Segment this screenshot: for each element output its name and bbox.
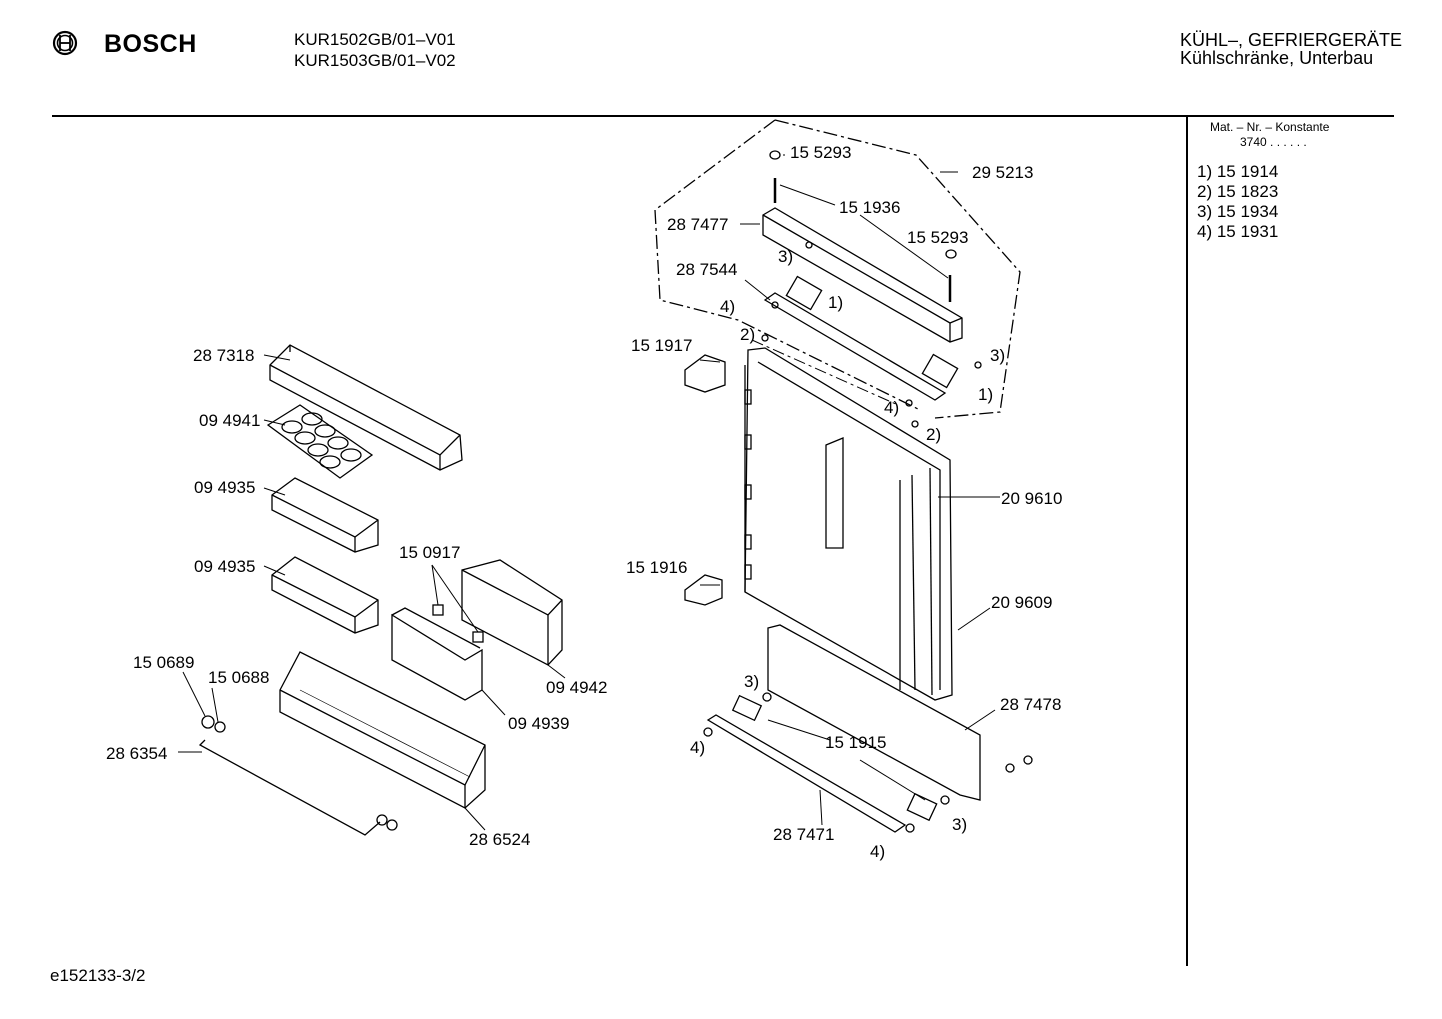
subcategory-title: Kühlschränke, Unterbau [1180, 48, 1374, 68]
label-094941: 09 4941 [199, 411, 260, 430]
bottom-hinge-151915 [731, 694, 763, 722]
brand-name: BOSCH [104, 30, 197, 58]
label-094935: 09 4935 [194, 557, 255, 576]
clip-150917 [472, 631, 484, 643]
ref-label: 2) [740, 325, 755, 344]
drawing-code: e152133-3/2 [50, 966, 146, 985]
door-frame-209610 [744, 347, 953, 701]
label-094935: 09 4935 [194, 478, 255, 497]
label-287544: 28 7544 [676, 260, 737, 279]
label-094942: 09 4942 [546, 678, 607, 697]
ref-label: 1) [828, 293, 843, 312]
ref-label: 3) [952, 815, 967, 834]
label-209609: 20 9609 [991, 593, 1052, 612]
bosch-armature-icon [52, 30, 78, 56]
ref-label: 4) [690, 738, 705, 757]
label-150688: 15 0688 [208, 668, 269, 687]
ring-150688 [214, 721, 226, 733]
category-title: KÜHL–, GEFRIERGERÄTE [1180, 30, 1403, 50]
ref-label: 4) [884, 398, 899, 417]
mat-number-title: Mat. – Nr. – Konstante [1210, 120, 1330, 134]
label-287318: 28 7318 [193, 346, 254, 365]
box-094942 [461, 559, 563, 666]
label-209610: 20 9610 [1001, 489, 1062, 508]
label-287471: 28 7471 [773, 825, 834, 844]
label-295213: 29 5213 [972, 163, 1033, 182]
bottom-bin-286524 [279, 651, 486, 809]
footnote-item: 2) 15 1823 [1197, 182, 1279, 201]
hinge-block-151916 [684, 574, 723, 606]
assembly-outline [774, 119, 1021, 419]
small-tray-094935-b [271, 556, 379, 634]
model-number-1: KUR1502GB/01–V01 [294, 30, 456, 49]
assembly-outline [654, 119, 921, 411]
egg-tray-094941 [266, 404, 374, 479]
rod-286354 [198, 739, 381, 836]
ref-label: 4) [870, 842, 885, 861]
label-151915: 15 1915 [825, 733, 886, 752]
ref-label: 1) [978, 385, 993, 404]
ref-label: 3) [990, 346, 1005, 365]
label-287477: 28 7477 [667, 215, 728, 234]
label-151917: 15 1917 [631, 336, 692, 355]
ref-label: 4) [720, 297, 735, 316]
label-150689: 15 0689 [133, 653, 194, 672]
ref-label: 2) [926, 425, 941, 444]
label-286524: 28 6524 [469, 830, 530, 849]
label-150917: 15 0917 [399, 543, 460, 562]
label-094939: 09 4939 [508, 714, 569, 733]
footnote-item: 3) 15 1934 [1197, 202, 1279, 221]
label-155293: 15 5293 [907, 228, 968, 247]
footnote-list: 1) 15 1914 2) 15 1823 3) 15 1934 4) 15 1… [1197, 162, 1278, 242]
ref-label: 3) [744, 672, 759, 691]
label-155293: 15 5293 [790, 143, 851, 162]
small-tray-094935-a [271, 477, 379, 553]
shelf-287318 [269, 344, 463, 471]
mat-number-value: 3740 . . . . . . [1240, 135, 1307, 149]
clip-150917 [432, 604, 444, 616]
ref-label: 3) [778, 247, 793, 266]
label-151916: 15 1916 [626, 558, 687, 577]
bottom-hinge-151915 [906, 792, 938, 822]
footnote-item: 1) 15 1914 [1197, 162, 1279, 181]
hinge-block-151917 [684, 354, 726, 393]
door-plate-287478 [767, 624, 981, 801]
label-151936: 15 1936 [839, 198, 900, 217]
top-hinge-rail-287477 [762, 207, 963, 343]
label-286354: 28 6354 [106, 744, 167, 763]
hinge-bar-287544 [763, 275, 959, 401]
cap-150689 [201, 715, 215, 729]
bottom-bar-287471 [706, 714, 907, 833]
door-bin-094939 [391, 607, 483, 701]
footnote-item: 4) 15 1931 [1197, 222, 1279, 241]
label-287478: 28 7478 [1000, 695, 1061, 714]
model-number-2: KUR1503GB/01–V02 [294, 51, 456, 70]
